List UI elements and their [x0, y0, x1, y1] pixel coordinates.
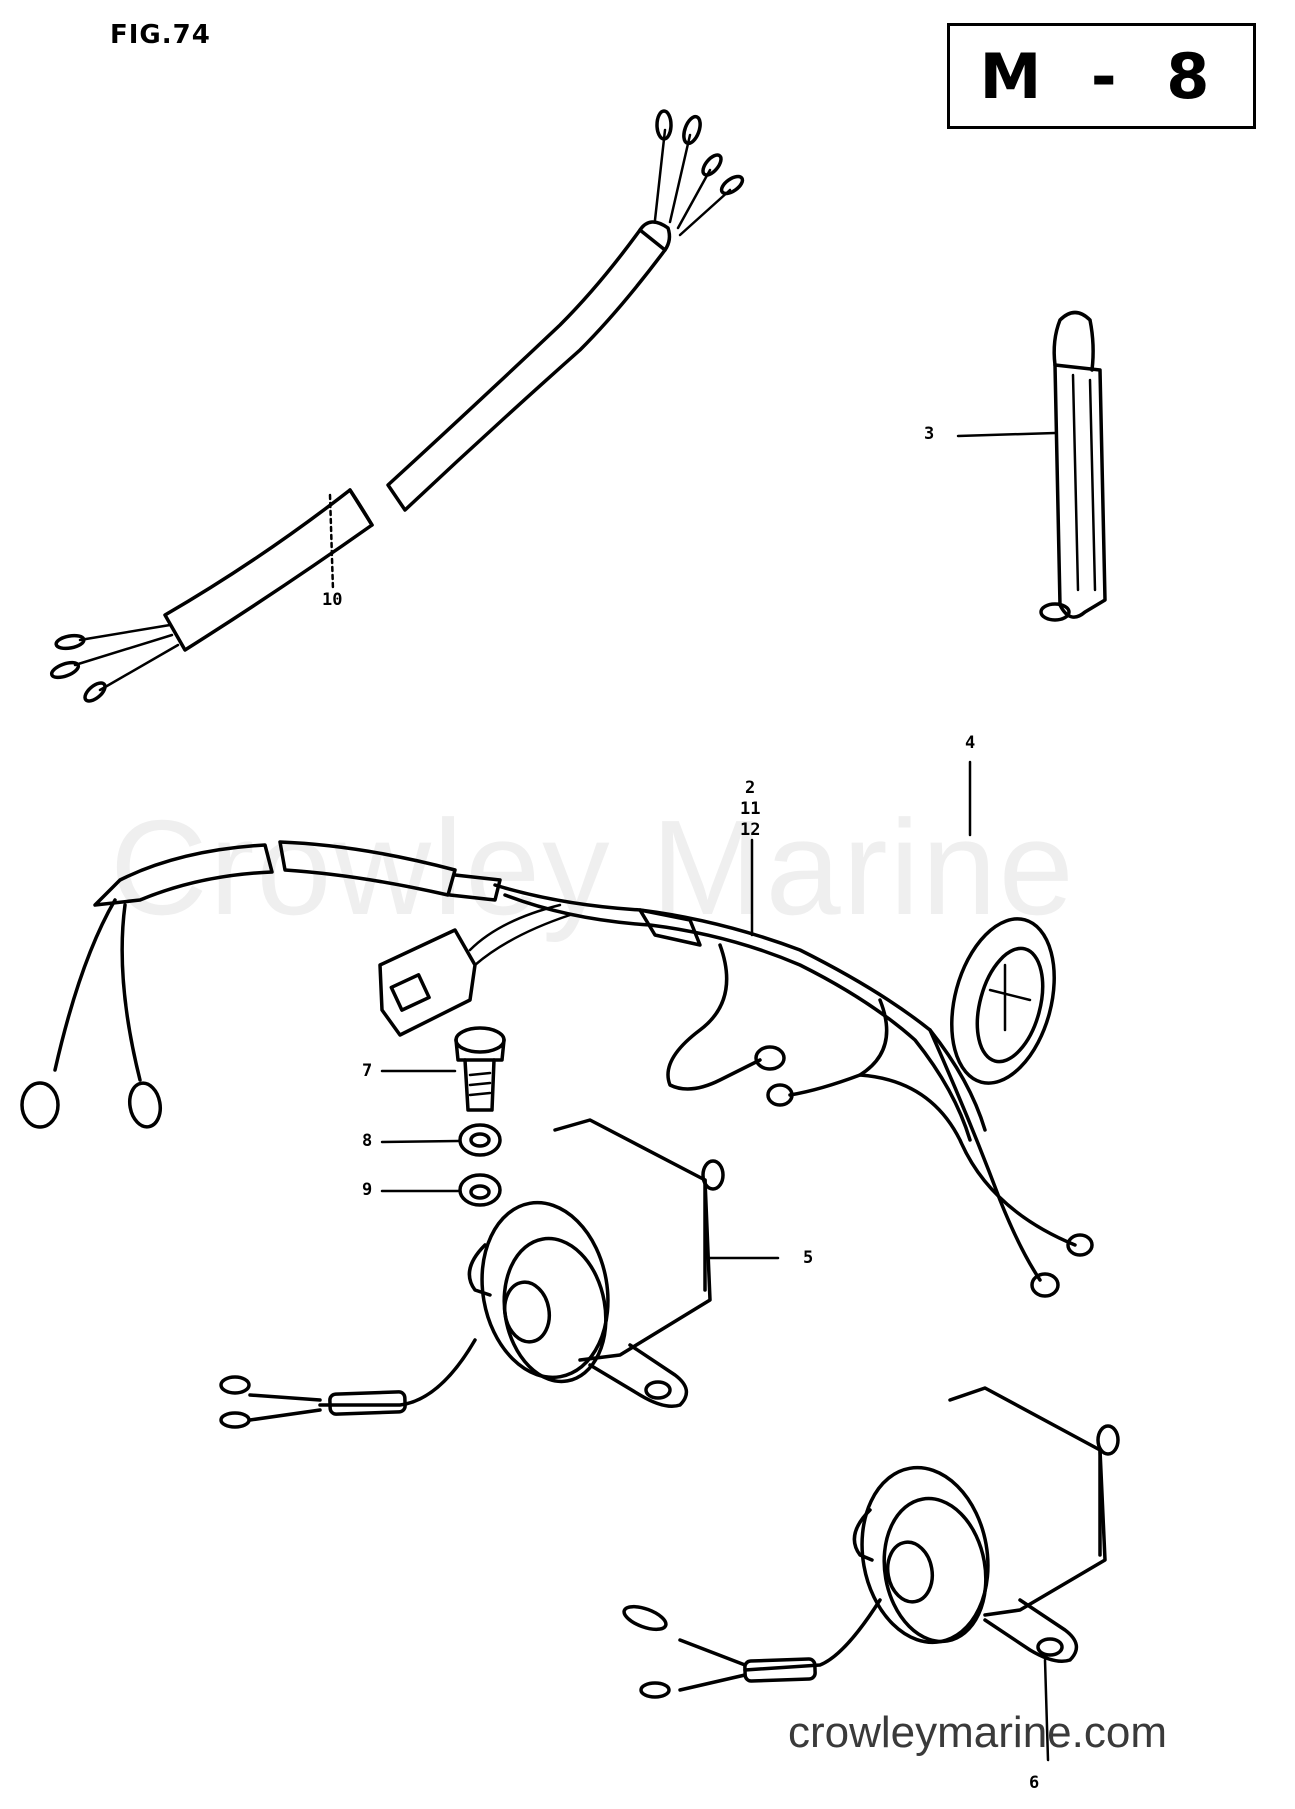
part-10-cable-icon	[49, 109, 745, 703]
callout-3: 3	[924, 424, 935, 444]
part-3-clamp-icon	[956, 310, 1107, 622]
part-6-relay-icon	[622, 1386, 1120, 1762]
callout-2: 2	[745, 778, 756, 798]
callout-7: 7	[362, 1061, 373, 1081]
part-7-bolt-icon	[380, 1026, 506, 1112]
part-9-washer-icon	[380, 1173, 502, 1207]
part-8-lockwasher-icon	[380, 1123, 502, 1157]
section-code: M - 8	[979, 39, 1224, 113]
callout-4: 4	[965, 733, 976, 753]
figure-title: FIG.74	[110, 20, 211, 50]
callout-9: 9	[362, 1180, 373, 1200]
section-code-box: M - 8	[947, 23, 1256, 129]
callout-11: 11	[740, 799, 761, 819]
part-5-relay-icon	[219, 1118, 780, 1429]
part-2-11-12-harness-icon	[20, 838, 1094, 1298]
part-4-grommet-icon	[950, 760, 1056, 1085]
callout-12: 12	[740, 820, 761, 840]
callout-10: 10	[322, 590, 343, 610]
callout-5: 5	[803, 1248, 814, 1268]
callout-8: 8	[362, 1131, 373, 1151]
callout-6: 6	[1029, 1773, 1040, 1793]
site-watermark: crowleymarine.com	[788, 1708, 1167, 1757]
